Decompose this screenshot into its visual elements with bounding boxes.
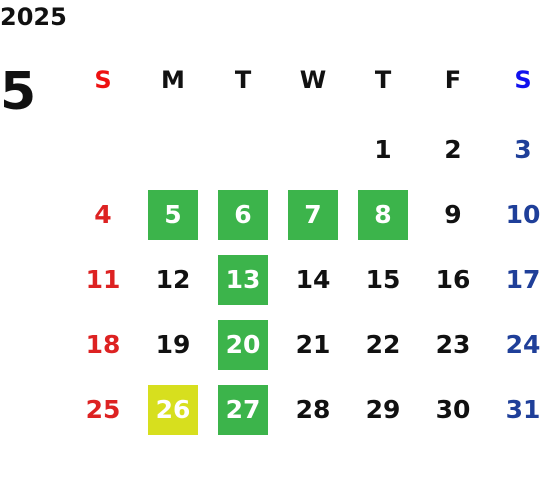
calendar-year: 2025 (0, 3, 67, 31)
day-cell-10[interactable]: 10 (505, 200, 541, 229)
weekday-header-thu: T (374, 66, 392, 94)
day-cell-8[interactable]: 8 (358, 190, 408, 240)
day-cell-13[interactable]: 13 (218, 255, 268, 305)
weekday-header-mon: M (161, 66, 185, 94)
day-cell-19[interactable]: 19 (155, 330, 191, 359)
day-cell-29[interactable]: 29 (365, 395, 401, 424)
day-cell-17[interactable]: 17 (505, 265, 541, 294)
day-cell-4[interactable]: 4 (94, 200, 112, 229)
day-cell-28[interactable]: 28 (295, 395, 331, 424)
day-cell-26[interactable]: 26 (148, 385, 198, 435)
day-cell-16[interactable]: 16 (435, 265, 471, 294)
day-cell-5[interactable]: 5 (148, 190, 198, 240)
calendar-month: 5 (0, 62, 37, 122)
day-cell-1[interactable]: 1 (374, 135, 392, 164)
day-cell-6[interactable]: 6 (218, 190, 268, 240)
day-cell-31[interactable]: 31 (505, 395, 541, 424)
day-cell-23[interactable]: 23 (435, 330, 471, 359)
day-cell-11[interactable]: 11 (85, 265, 121, 294)
day-cell-22[interactable]: 22 (365, 330, 401, 359)
weekday-header-wed: W (299, 66, 327, 94)
day-cell-18[interactable]: 18 (85, 330, 121, 359)
day-cell-27[interactable]: 27 (218, 385, 268, 435)
day-cell-30[interactable]: 30 (435, 395, 471, 424)
weekday-header-tue: T (234, 66, 252, 94)
weekday-header-sun: S (94, 66, 112, 94)
day-cell-3[interactable]: 3 (514, 135, 532, 164)
day-cell-21[interactable]: 21 (295, 330, 331, 359)
day-cell-2[interactable]: 2 (444, 135, 462, 164)
day-cell-12[interactable]: 12 (155, 265, 191, 294)
weekday-header-fri: F (444, 66, 462, 94)
day-cell-20[interactable]: 20 (218, 320, 268, 370)
day-cell-14[interactable]: 14 (295, 265, 331, 294)
day-cell-15[interactable]: 15 (365, 265, 401, 294)
day-cell-9[interactable]: 9 (444, 200, 462, 229)
day-cell-7[interactable]: 7 (288, 190, 338, 240)
day-cell-24[interactable]: 24 (505, 330, 541, 359)
weekday-header-sat: S (514, 66, 532, 94)
day-cell-25[interactable]: 25 (85, 395, 121, 424)
